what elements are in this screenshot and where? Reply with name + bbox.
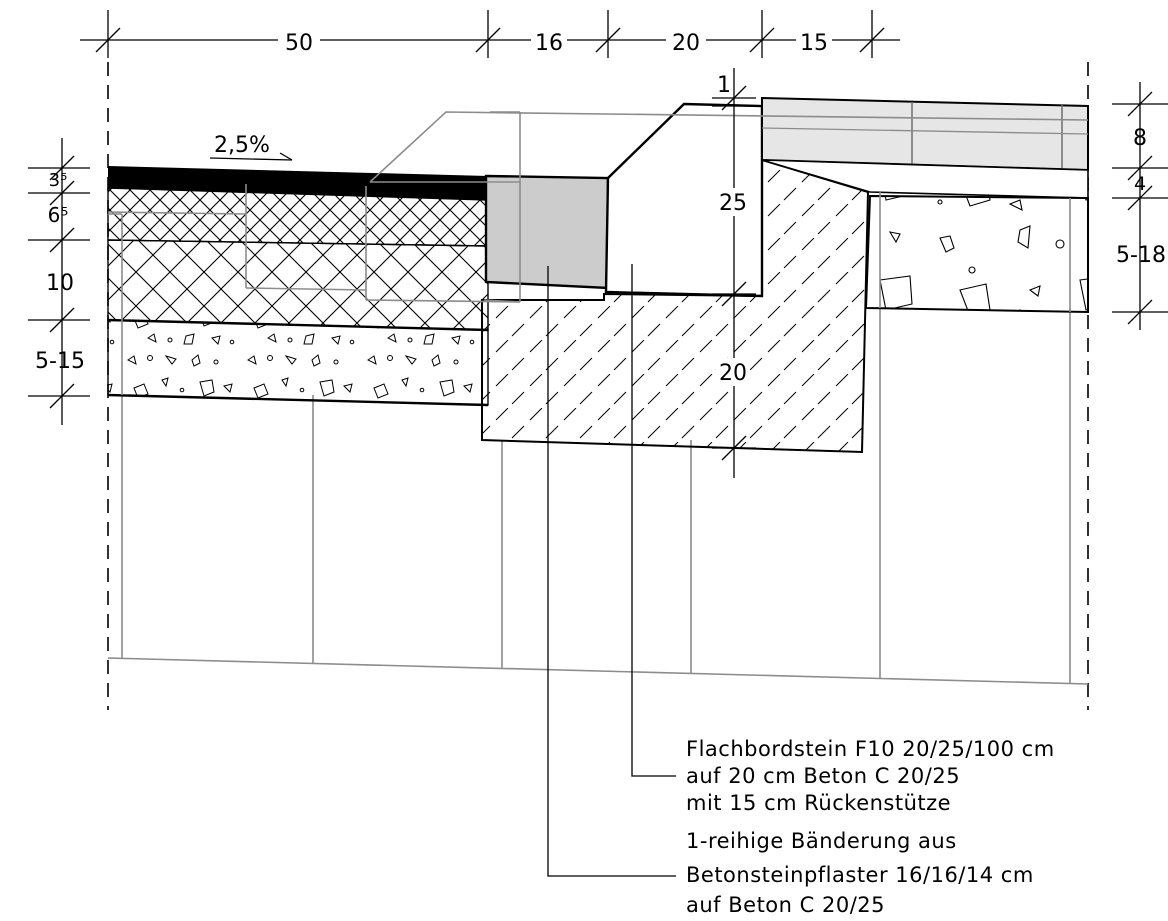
- dim-paving-thickness: 8: [1133, 126, 1147, 151]
- existing-outline: [107, 111, 1089, 395]
- band-paver-stone: [484, 174, 610, 290]
- dim-width-50: 50: [285, 31, 313, 56]
- callout-banding-line1: 1-reihige Bänderung aus: [686, 829, 957, 853]
- dim-width-20: 20: [672, 31, 700, 56]
- dim-gravel-layer: 5-15: [35, 349, 85, 374]
- dim-subbase-thickness: 5-18: [1116, 243, 1166, 268]
- callout-curb-line3: mit 15 cm Rückenstütze: [686, 791, 951, 815]
- dim-width-16: 16: [535, 31, 563, 56]
- callout-curb-line2: auf 20 cm Beton C 20/25: [686, 764, 960, 788]
- dim-concrete-depth: 20: [719, 361, 747, 386]
- subgrade-grid: [107, 308, 1089, 685]
- slope-indicator: 2,5%: [209, 133, 293, 161]
- left-dimension-chain: 3⁵ 6⁵ 10 5-15: [28, 138, 90, 425]
- top-dimension-chain: 50 16 20 15: [80, 10, 900, 58]
- right-dimension-chain: 8 4 5-18: [1112, 82, 1168, 330]
- callout-curb-line1: Flachbordstein F10 20/25/100 cm: [686, 737, 1055, 761]
- dim-asphalt-surface: 3⁵: [49, 170, 68, 191]
- dim-width-15: 15: [800, 31, 828, 56]
- callout-banding-line3: auf Beton C 20/25: [686, 893, 885, 917]
- sidewalk-paving: [761, 96, 1089, 314]
- asphalt-pavement: [107, 166, 489, 407]
- dim-curb-offset: 1: [717, 73, 731, 98]
- callout-curb: Flachbordstein F10 20/25/100 cm auf 20 c…: [686, 737, 1055, 815]
- slope-label: 2,5%: [214, 133, 270, 158]
- dim-base-layer: 10: [46, 271, 74, 296]
- dim-curb-height: 25: [719, 191, 747, 216]
- curb-stone: [604, 102, 764, 298]
- dim-bedding-thickness: 4: [1134, 173, 1146, 195]
- callout-banding-line2: Betonsteinpflaster 16/16/14 cm: [686, 863, 1034, 887]
- dim-asphalt-binder: 6⁵: [48, 203, 69, 227]
- curb-dimension: 1 25 20: [712, 68, 756, 478]
- callout-leaders: [547, 264, 676, 877]
- callout-banding: 1-reihige Bänderung aus Betonsteinpflast…: [686, 829, 1034, 917]
